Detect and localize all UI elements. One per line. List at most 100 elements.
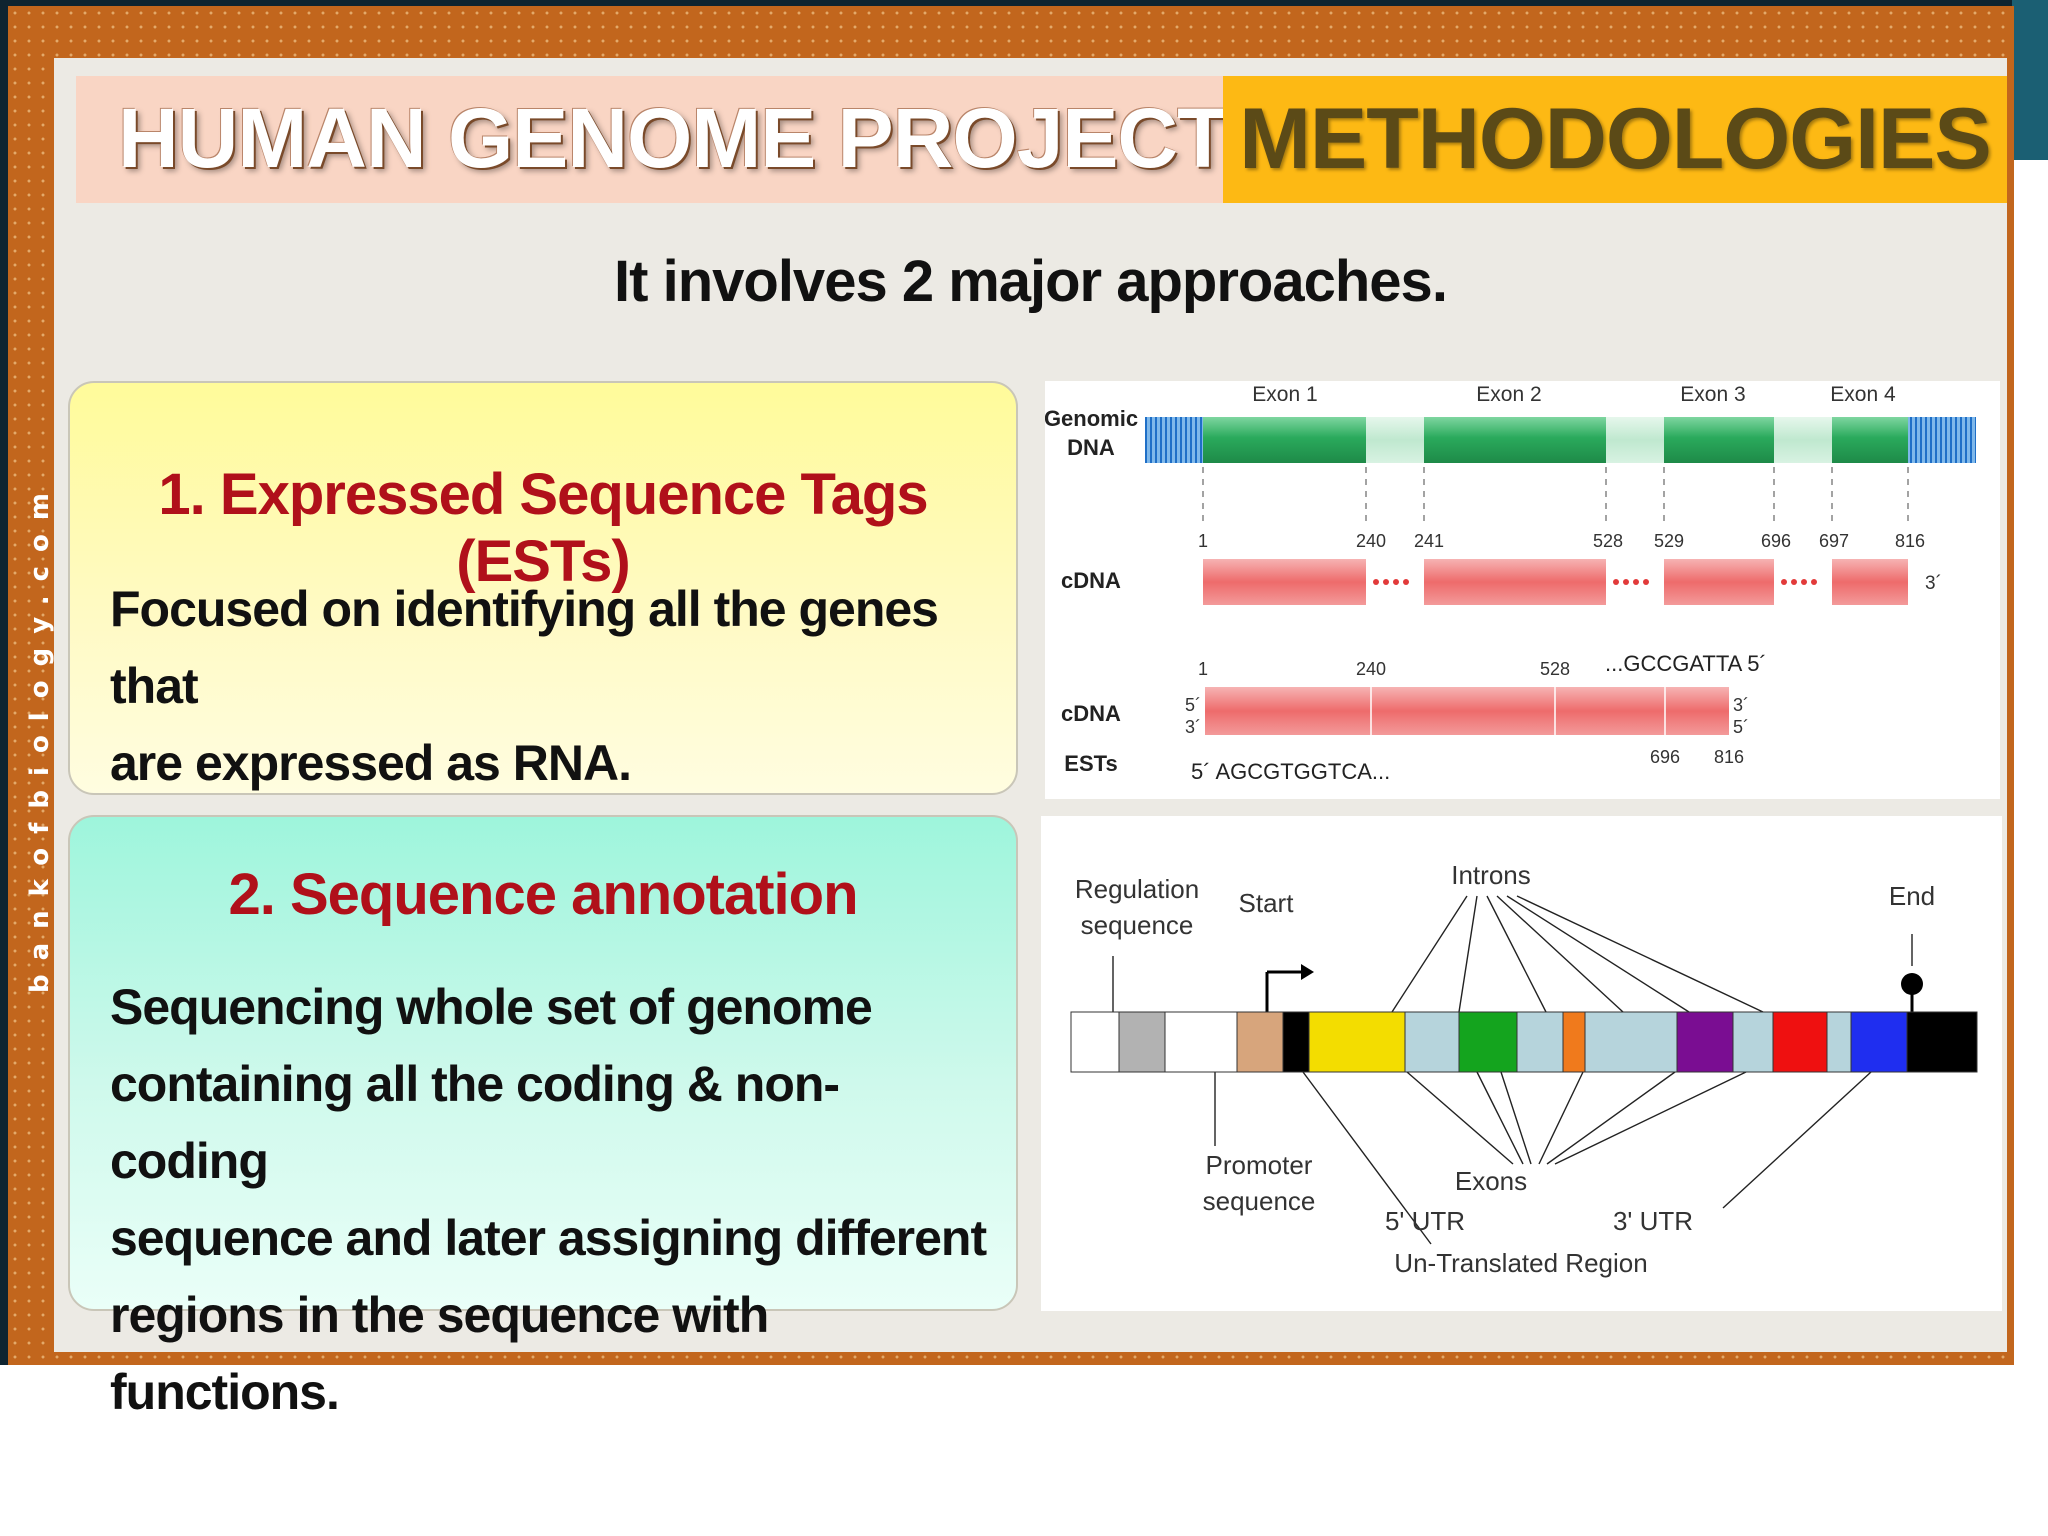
title-tag-text: METHODOLOGIES bbox=[1239, 91, 1991, 187]
genomic-dna-label: Genomic bbox=[1045, 406, 1138, 431]
end-label: End bbox=[1889, 881, 1935, 911]
watermark-text: bankofbiology.com bbox=[25, 478, 56, 994]
strand-3prime-right: 3´ bbox=[1733, 695, 1749, 715]
position-label: 816 bbox=[1895, 531, 1925, 551]
exon-1-block bbox=[1203, 417, 1366, 463]
cdna-exon-3 bbox=[1664, 559, 1774, 605]
intron-segment bbox=[1584, 1011, 1678, 1073]
gene-structure-diagram: Regulation sequence Start Introns End Pr… bbox=[1070, 860, 1978, 1278]
regulation-label: sequence bbox=[1081, 910, 1194, 940]
untranslated-region-label: Un-Translated Region bbox=[1394, 1248, 1647, 1278]
exon-2-label: Exon 2 bbox=[1476, 383, 1541, 406]
position-label: 240 bbox=[1356, 659, 1386, 679]
start-label: Start bbox=[1239, 888, 1295, 918]
position-label: 529 bbox=[1654, 531, 1684, 551]
intron-block bbox=[1774, 417, 1832, 463]
est-diagram: Exon 1 Exon 2 Exon 3 Exon 4 Genomic DNA bbox=[1044, 383, 1976, 784]
exon-3-block bbox=[1664, 417, 1774, 463]
cdna-exon-2 bbox=[1424, 559, 1606, 605]
guide-lines bbox=[1202, 467, 1909, 523]
exon-3-label: Exon 3 bbox=[1680, 383, 1745, 406]
gene-segment bbox=[1282, 1011, 1310, 1073]
gene-bar bbox=[1070, 1011, 1978, 1073]
background-window-corner bbox=[2012, 0, 2048, 160]
strand-3prime-left: 3´ bbox=[1185, 717, 1201, 737]
slide-frame: bankofbiology.com HUMAN GENOME PROJECT (… bbox=[8, 6, 2014, 1420]
utr5-segment bbox=[1308, 1011, 1406, 1073]
strand-5prime-right: 5´ bbox=[1733, 717, 1749, 737]
introns-label: Introns bbox=[1451, 860, 1531, 890]
exon-segment bbox=[1676, 1011, 1734, 1073]
exon-segment bbox=[1772, 1011, 1828, 1073]
intron-segment bbox=[1516, 1011, 1564, 1073]
est-card: 1. Expressed Sequence Tags (ESTs) Focuse… bbox=[68, 381, 1018, 795]
full-length-cdna bbox=[1205, 687, 1729, 735]
annotation-body-line: sequence and later assigning different bbox=[110, 1210, 987, 1266]
est-body-line: are expressed as RNA. bbox=[110, 735, 632, 791]
screen-edge-top bbox=[0, 0, 2048, 8]
position-label: 697 bbox=[1819, 531, 1849, 551]
annotation-card: 2. Sequence annotation Sequencing whole … bbox=[68, 815, 1018, 1420]
exon-segment bbox=[1562, 1011, 1586, 1073]
est-5prime-sequence: 5´ AGCGTGGTCA... bbox=[1191, 759, 1390, 784]
gene-structure-panel: Regulation sequence Start Introns End Pr… bbox=[1041, 816, 2002, 1311]
position-label: 1 bbox=[1198, 531, 1208, 551]
promoter-label: sequence bbox=[1203, 1186, 1316, 1216]
position-label: 696 bbox=[1650, 747, 1680, 767]
title-tag: METHODOLOGIES bbox=[1223, 76, 2007, 203]
position-label: 528 bbox=[1540, 659, 1570, 679]
ests-label: ESTs bbox=[1064, 751, 1117, 776]
position-label: 241 bbox=[1414, 531, 1444, 551]
annotation-card-title: 2. Sequence annotation bbox=[228, 862, 859, 927]
regulation-segment bbox=[1118, 1011, 1166, 1073]
annotation-body-line: regions in the sequence with functions. bbox=[110, 1287, 769, 1420]
splice-dots bbox=[1373, 579, 1817, 585]
subtitle: It involves 2 major approaches. bbox=[614, 249, 1448, 314]
exon-4-label: Exon 4 bbox=[1830, 383, 1896, 406]
est-card-body: Focused on identifying all the genes tha… bbox=[110, 571, 990, 802]
intron-block bbox=[1606, 417, 1664, 463]
exon-segment bbox=[1458, 1011, 1518, 1073]
watermark: bankofbiology.com bbox=[25, 426, 56, 1046]
exon-1-label: Exon 1 bbox=[1252, 383, 1317, 406]
utr3-label: 3' UTR bbox=[1613, 1206, 1693, 1236]
position-label: 816 bbox=[1714, 747, 1744, 767]
position-label: 240 bbox=[1356, 531, 1386, 551]
position-label: 696 bbox=[1761, 531, 1791, 551]
position-label: 528 bbox=[1593, 531, 1623, 551]
est-body-line: Focused on identifying all the genes tha… bbox=[110, 581, 939, 714]
slide-content: HUMAN GENOME PROJECT (HGP) METHODOLOGIES… bbox=[54, 58, 2007, 1420]
utr5-label: 5' UTR bbox=[1385, 1206, 1465, 1236]
exon-2-block bbox=[1424, 417, 1606, 463]
intron-block bbox=[1366, 417, 1424, 463]
promoter-segment bbox=[1236, 1011, 1284, 1073]
gene-labels: Regulation sequence Start Introns End Pr… bbox=[1075, 860, 1935, 1278]
exons-label: Exons bbox=[1455, 1166, 1527, 1196]
pointer-lines bbox=[1112, 895, 1913, 1245]
est-3prime-sequence: ...GCCGATTA 5´ bbox=[1605, 651, 1767, 676]
intron-segment bbox=[1404, 1011, 1460, 1073]
cdna-boundaries bbox=[1370, 687, 1666, 735]
intron-segment bbox=[1732, 1011, 1774, 1073]
start-arrow bbox=[1265, 964, 1314, 1012]
end-marker bbox=[1901, 973, 1923, 1012]
cdna-3prime-end: 3´ bbox=[1925, 573, 1942, 594]
gene-segment bbox=[1070, 1011, 1120, 1073]
cdna-label-2: cDNA bbox=[1061, 701, 1121, 726]
cdna-label: cDNA bbox=[1061, 568, 1121, 593]
regulation-label: Regulation bbox=[1075, 874, 1199, 904]
est-card-title: 1. Expressed Sequence Tags (ESTs) bbox=[158, 462, 928, 594]
flank-3prime bbox=[1908, 417, 1976, 463]
annotation-body-line: Sequencing whole set of genome bbox=[110, 979, 873, 1035]
lower-positions: 1 240 528 bbox=[1198, 659, 1570, 679]
annotation-body-line: containing all the coding & non-coding bbox=[110, 1056, 840, 1189]
est-diagram-panel: Exon 1 Exon 2 Exon 3 Exon 4 Genomic DNA bbox=[1044, 381, 2000, 799]
cdna-positions: 1 240 241 528 529 696 697 816 bbox=[1198, 531, 1925, 551]
exon-segment bbox=[1850, 1011, 1908, 1073]
annotation-card-body: Sequencing whole set of genome containin… bbox=[110, 969, 990, 1431]
position-label: 1 bbox=[1198, 659, 1208, 679]
cdna-exon-1 bbox=[1203, 559, 1366, 605]
genomic-dna-label: DNA bbox=[1067, 435, 1115, 460]
screen-edge-left bbox=[0, 0, 8, 1365]
intron-segment bbox=[1826, 1011, 1852, 1073]
